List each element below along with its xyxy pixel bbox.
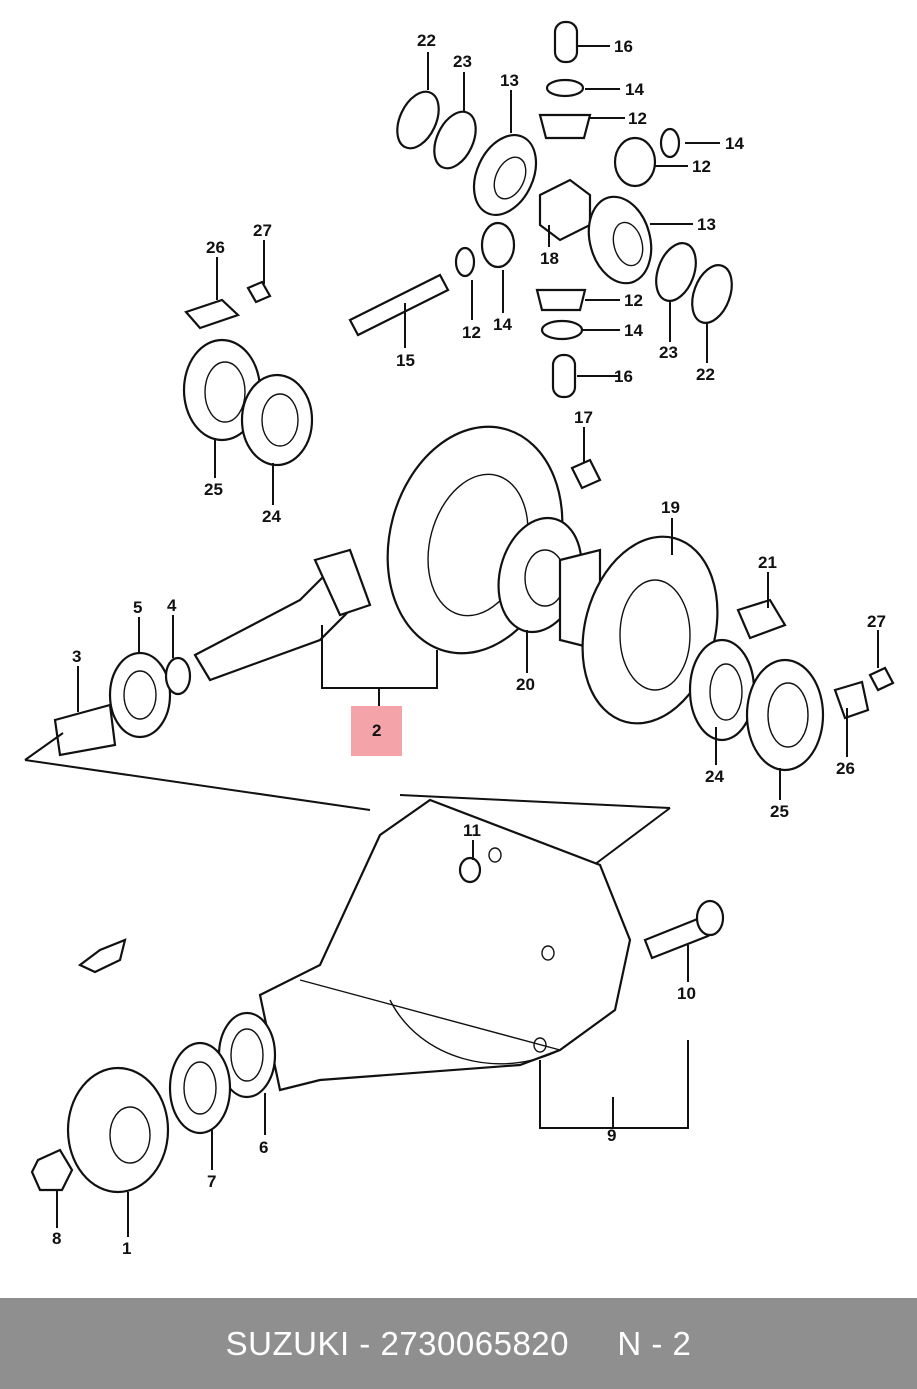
axle-housing — [258, 798, 632, 1092]
callout-12: 12 — [624, 291, 643, 310]
callout-23: 23 — [659, 343, 678, 362]
callout-11: 11 — [463, 821, 481, 840]
callout-18: 18 — [540, 249, 559, 268]
callout-27: 27 — [253, 221, 272, 240]
callout-14: 14 — [625, 80, 644, 99]
brand-name: SUZUKI — [225, 1324, 350, 1362]
callout-4: 4 — [167, 596, 177, 615]
callout-22: 22 — [696, 365, 715, 384]
callout-8: 8 — [52, 1229, 61, 1248]
callout-12: 12 — [628, 109, 647, 128]
callout-26: 26 — [836, 759, 855, 778]
front-arrow-icon — [77, 938, 127, 974]
callout-24: 24 — [705, 767, 724, 786]
callout-3: 3 — [72, 647, 81, 666]
callout-20: 20 — [516, 675, 535, 694]
callout-2: 2 — [372, 721, 381, 740]
left-bearing-group — [182, 280, 314, 467]
callout-21: 21 — [758, 553, 777, 572]
callout-10: 10 — [677, 984, 696, 1003]
callout-7: 7 — [207, 1172, 216, 1191]
callout-6: 6 — [259, 1138, 268, 1157]
leader-lines — [56, 45, 879, 1237]
callout-25: 25 — [770, 802, 789, 821]
front-flange-group — [30, 1011, 277, 1194]
callout-12: 12 — [692, 157, 711, 176]
callout-22: 22 — [417, 31, 436, 50]
callout-16: 16 — [614, 367, 633, 386]
callout-19: 19 — [661, 498, 680, 517]
callout-13: 13 — [697, 215, 716, 234]
callout-12: 14 — [493, 315, 512, 334]
exploded-parts-diagram: 22 23 13 16 14 12 14 12 13 18 12 14 12 1… — [24, 20, 895, 1258]
differential-internals — [348, 20, 733, 399]
callout-labels: 22 23 13 16 14 12 14 12 13 18 12 14 12 1… — [52, 31, 886, 1258]
callout-23: 23 — [453, 52, 472, 71]
spacer — [569, 1325, 617, 1363]
part-info-footer: SUZUKI - 2730065820 N - 2 — [0, 1298, 917, 1389]
bolt-10 — [643, 899, 725, 960]
callout-5: 5 — [133, 598, 142, 617]
callout-14: 14 — [725, 134, 744, 153]
highlight-box — [351, 706, 402, 756]
callout-24: 24 — [262, 507, 281, 526]
reference-code: N - 2 — [617, 1324, 692, 1362]
part-number: 2730065820 — [380, 1324, 569, 1362]
callout-26: 26 — [206, 238, 225, 257]
callout-16: 16 — [614, 37, 633, 56]
callout-25: 25 — [204, 480, 223, 499]
callout-17: 17 — [574, 408, 593, 427]
separator: - — [349, 1324, 381, 1362]
callout-27: 27 — [867, 612, 886, 631]
callout-9: 9 — [607, 1126, 616, 1145]
differential-case-group — [497, 458, 895, 772]
callout-14: 14 — [624, 321, 643, 340]
callout-1: 1 — [122, 1239, 131, 1258]
callout-14: 12 — [462, 323, 481, 342]
front-seal-group — [53, 651, 192, 757]
callout-15: 15 — [396, 351, 415, 370]
callout-13: 13 — [500, 71, 519, 90]
